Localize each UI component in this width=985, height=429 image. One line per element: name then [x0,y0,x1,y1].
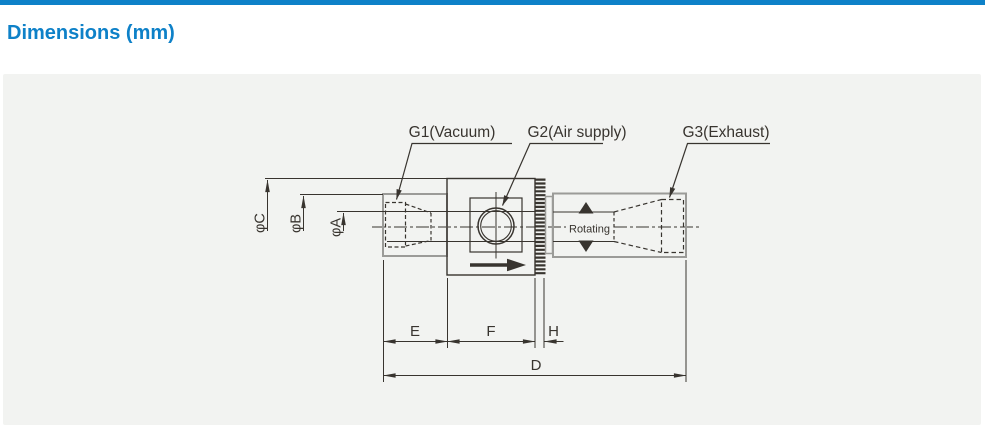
rotating-label: Rotating [569,224,610,236]
g1-port-label: G1(Vacuum) [409,124,496,141]
g1-leader-line [395,142,512,200]
dim-d-label: D [531,357,542,374]
rotate-up-arrow-icon [578,202,594,214]
dim-e-label: E [410,323,420,340]
page-title: Dimensions (mm) [7,22,175,44]
body-block-g2 [446,177,536,276]
g2-leader-line [501,142,603,206]
top-accent-bar [0,0,985,5]
dim-f-label: F [486,323,495,340]
length-dimensions [383,260,687,382]
port-leaders [395,142,770,206]
phi-b-label: φB [289,214,305,233]
dim-h-label: H [548,323,559,340]
g3-leader-line [668,142,770,198]
rotate-down-arrow-icon [578,240,594,252]
phi-c-label: φC [253,213,269,233]
rotating-indicator: Rotating [566,202,613,252]
flow-arrow [470,258,526,272]
vacuum-port-g1 [382,193,448,257]
exhaust-barrel-g3 [552,192,687,258]
diagram-panel [3,74,981,425]
g3-port-label: G3(Exhaust) [682,124,769,141]
diameter-dimensions [265,178,447,231]
phi-a-label: φA [329,218,345,237]
neck-ring [544,195,554,255]
bore-lines-left [387,211,536,242]
g2-port-label: G2(Air supply) [527,124,626,141]
